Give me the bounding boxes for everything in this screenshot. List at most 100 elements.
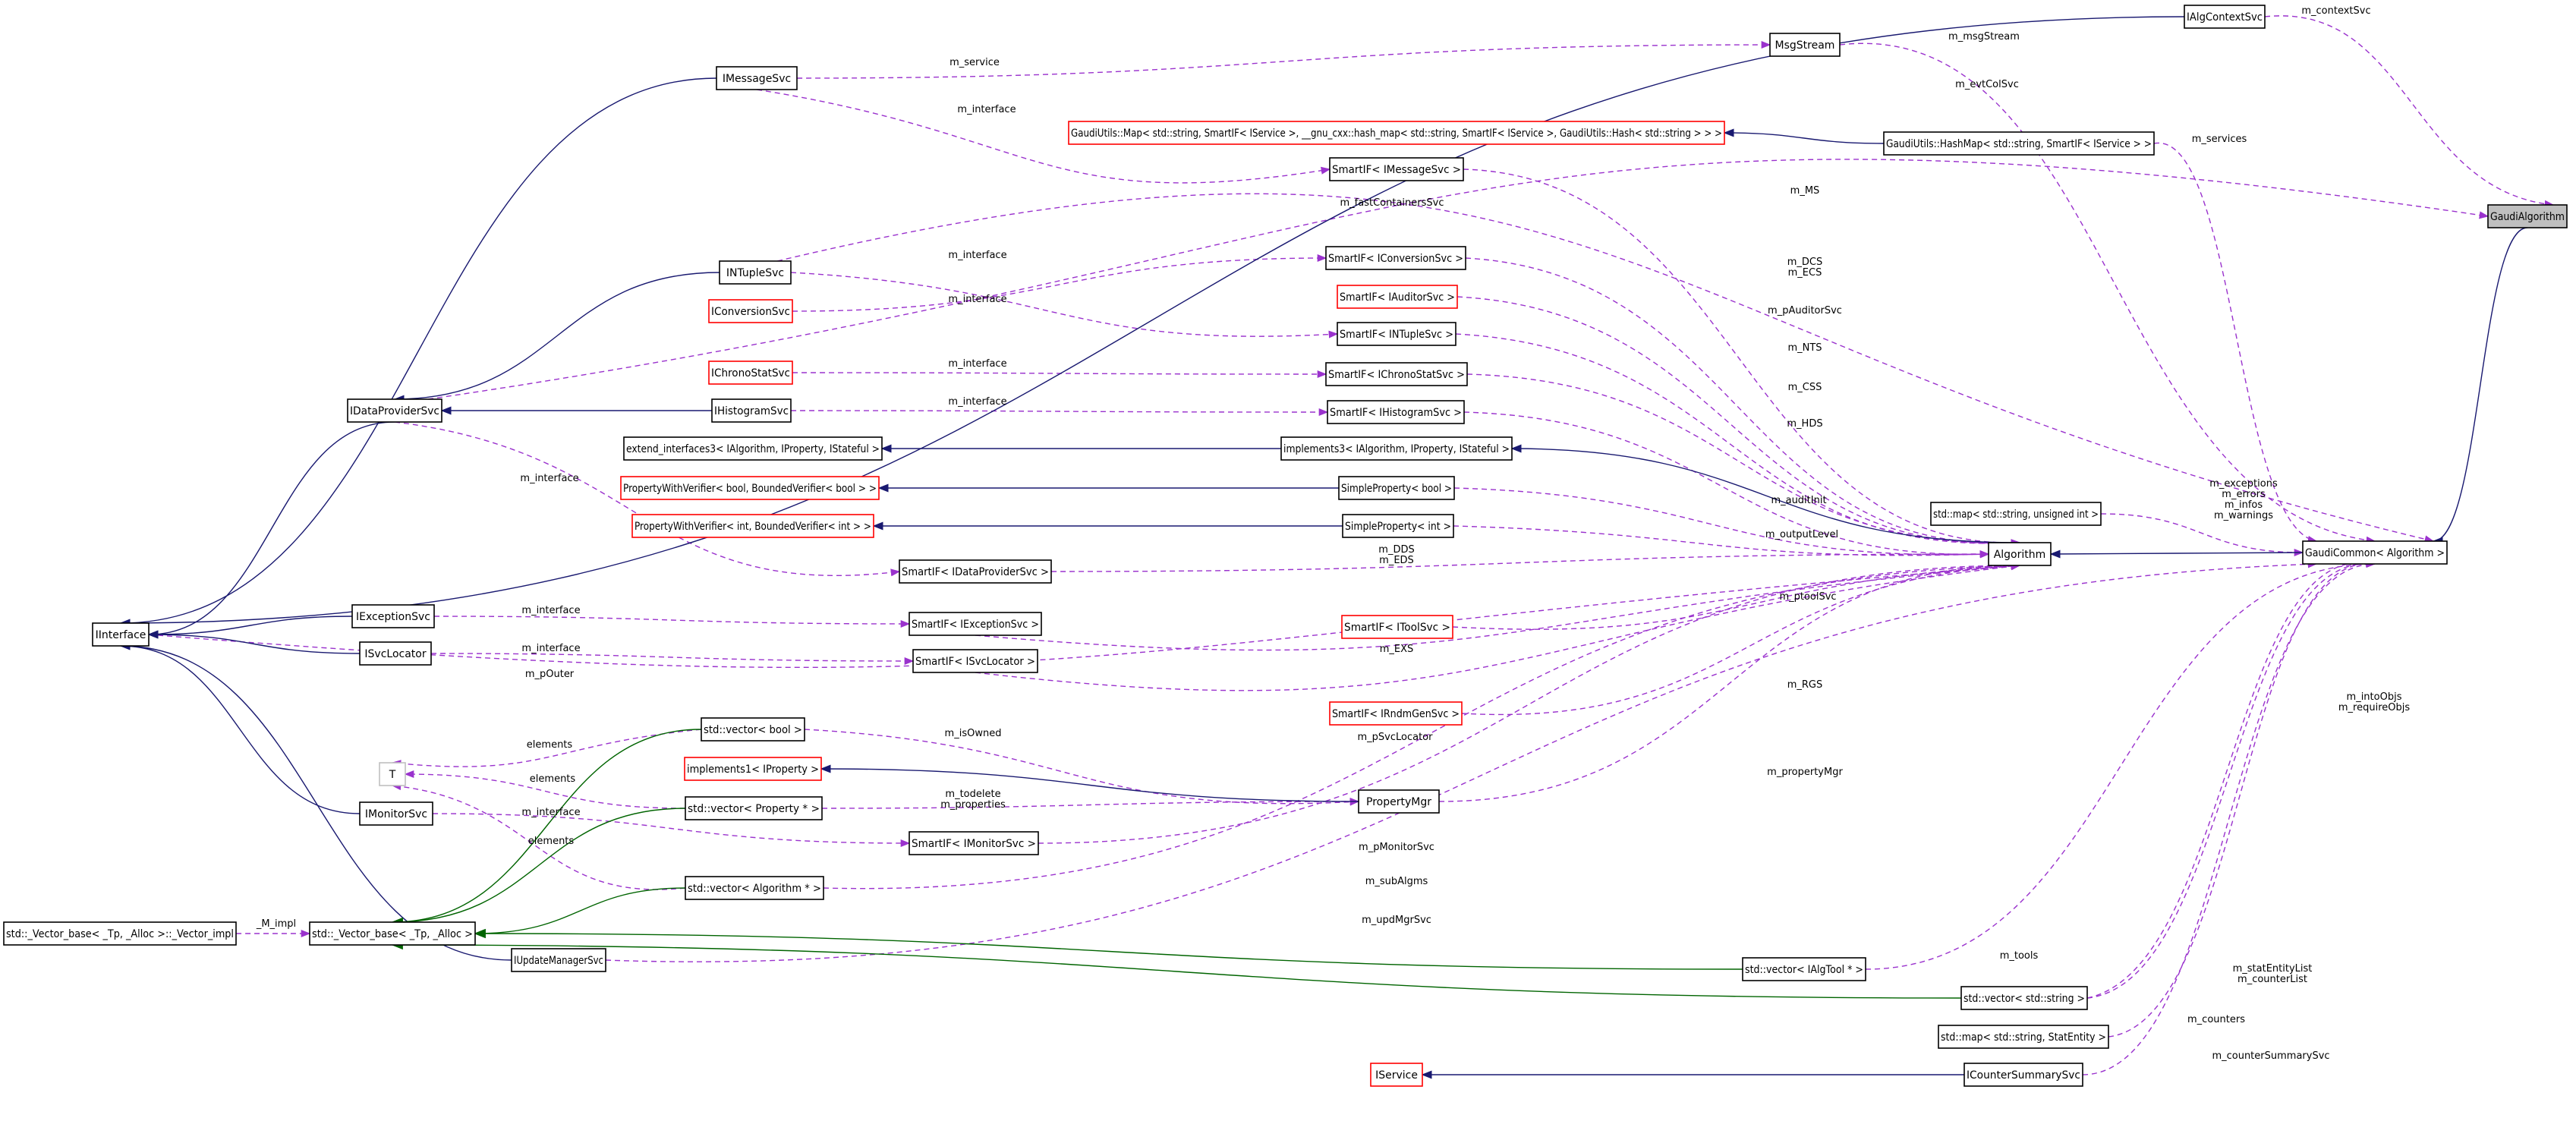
node-simple-property-bool[interactable]: SimpleProperty< bool >	[1338, 476, 1455, 500]
node-label-smart-if-iexception-svc: SmartIF< IExceptionSvc >	[912, 619, 1039, 631]
node-iinterface[interactable]: IInterface	[92, 622, 150, 647]
node-icounter-summary-svc[interactable]: ICounterSummarySvc	[1963, 1063, 2083, 1087]
node-intuple-svc[interactable]: INTupleSvc	[719, 260, 792, 285]
edge-label-m-hds: m_HDS	[1787, 418, 1822, 430]
node-implements3[interactable]: implements3< IAlgorithm, IProperty, ISta…	[1280, 436, 1513, 461]
node-iexception-svc[interactable]: IExceptionSvc	[351, 604, 435, 628]
node-gaudi-algorithm[interactable]: GaudiAlgorithm	[2487, 204, 2568, 228]
node-vector-algorithm[interactable]: std::vector< Algorithm * >	[685, 876, 824, 900]
node-box-iexception-svc	[351, 604, 435, 628]
inheritance-edge-property-mgr-to-implements1-iproperty	[820, 764, 1359, 802]
edge-label-m-interface-chrono: m_interface	[948, 358, 1006, 370]
inheritance-edge-gaudi-utils-hash-map-to-gaudi-utils-map	[1723, 128, 1885, 144]
node-ialg-context-svc[interactable]: IAlgContextSvc	[2184, 5, 2266, 29]
node-label-vector-base: std::_Vector_base< _Tp, _Alloc >	[312, 928, 473, 940]
usage-edge-smart-if-iexception-svc-to-algorithm	[975, 562, 2021, 651]
node-gaudi-utils-hash-map[interactable]: GaudiUtils::HashMap< std::string, SmartI…	[1883, 131, 2155, 156]
node-imessage-svc[interactable]: IMessageSvc	[716, 66, 798, 90]
node-label-implements3: implements3< IAlgorithm, IProperty, ISta…	[1283, 443, 1510, 455]
usage-edge-vector-bool-to-property-mgr	[804, 729, 1360, 806]
node-gaudi-common[interactable]: GaudiCommon< Algorithm >	[2302, 540, 2448, 565]
node-implements1-iproperty[interactable]: implements1< IProperty >	[684, 757, 822, 781]
node-box-smart-if-irndm-gen-svc	[1329, 701, 1463, 726]
usage-edge-idata-provider-svc-to-gaudi-algorithm	[427, 159, 2489, 400]
node-smart-if-ichrono-stat-svc[interactable]: SmartIF< IChronoStatSvc >	[1325, 362, 1468, 386]
node-smart-if-idata-provider-svc[interactable]: SmartIF< IDataProviderSvc >	[899, 559, 1052, 584]
node-vector-base[interactable]: std::_Vector_base< _Tp, _Alloc >	[309, 921, 476, 946]
node-label-iexception-svc: IExceptionSvc	[356, 611, 430, 623]
usage-edge-vector-property-to-t	[404, 770, 686, 809]
usage-edge-vector-bool-to-t	[391, 729, 702, 768]
inheritance-edge-iexception-svc-to-iinterface	[147, 616, 353, 639]
node-imonitor-svc[interactable]: IMonitorSvc	[359, 801, 433, 826]
node-map-string-uint[interactable]: std::map< std::string, unsigned int >	[1930, 502, 2102, 526]
node-box-map-string-uint	[1930, 502, 2102, 526]
node-property-mgr[interactable]: PropertyMgr	[1358, 789, 1440, 814]
edge-label-m-interface-ntuple1: m_interface	[948, 250, 1006, 261]
node-extend-interfaces3[interactable]: extend_interfaces3< IAlgorithm, IPropert…	[623, 436, 883, 461]
node-label-vector-algorithm: std::vector< Algorithm * >	[688, 883, 821, 895]
node-vector-ialg-tool[interactable]: std::vector< IAlgTool * >	[1742, 957, 1866, 981]
node-idata-provider-svc[interactable]: IDataProviderSvc	[347, 398, 442, 423]
node-label-intuple-svc: INTupleSvc	[726, 267, 784, 279]
node-smart-if-iauditor-svc[interactable]: SmartIF< IAuditorSvc >	[1337, 285, 1458, 309]
edge-label-m-p-outer: m_pOuter	[525, 669, 575, 680]
node-smart-if-iconversion-svc[interactable]: SmartIF< IConversionSvc >	[1325, 246, 1466, 270]
template-edge-vector-bool-to-vector-base	[391, 729, 702, 927]
node-vector-string[interactable]: std::vector< std::string >	[1960, 986, 2088, 1010]
node-ihistogram-svc[interactable]: IHistogramSvc	[711, 398, 792, 423]
node-smart-if-itool-svc[interactable]: SmartIF< IToolSvc >	[1341, 615, 1453, 639]
usage-edge-smart-if-itool-svc-to-algorithm	[1452, 562, 2021, 630]
node-gaudi-utils-map[interactable]: GaudiUtils::Map< std::string, SmartIF< I…	[1068, 121, 1725, 145]
edge-label-m-upd-mgr-svc: m_updMgrSvc	[1362, 915, 1431, 926]
node-label-imessage-svc: IMessageSvc	[723, 73, 791, 85]
node-iupdate-manager-svc[interactable]: IUpdateManagerSvc	[511, 948, 606, 972]
node-vector-property[interactable]: std::vector< Property * >	[685, 796, 823, 820]
node-t[interactable]: T	[379, 762, 406, 786]
inheritance-edge-idata-provider-svc-to-iinterface	[147, 421, 395, 639]
node-box-idata-provider-svc	[347, 398, 442, 423]
node-smart-if-imessage-svc[interactable]: SmartIF< IMessageSvc >	[1329, 157, 1464, 181]
node-label-simple-property-bool: SimpleProperty< bool >	[1341, 483, 1452, 495]
node-map-string-stat-entity[interactable]: std::map< std::string, StatEntity >	[1938, 1025, 2109, 1049]
template-edge-vector-algorithm-to-vector-base	[474, 887, 686, 939]
node-smart-if-imonitor-svc[interactable]: SmartIF< IMonitorSvc >	[909, 831, 1039, 855]
node-msg-stream[interactable]: MsgStream	[1769, 33, 1841, 57]
node-box-implements3	[1280, 436, 1513, 461]
node-ichrono-stat-svc[interactable]: IChronoStatSvc	[708, 361, 793, 385]
node-smart-if-isvc-locator[interactable]: SmartIF< ISvcLocator >	[912, 649, 1038, 673]
usage-edge-smart-if-imonitor-svc-to-algorithm	[1038, 561, 2021, 844]
edge-label-m-nts: m_NTS	[1787, 342, 1822, 354]
edge-label-m-interface-dataprov: m_interface	[520, 473, 578, 484]
node-label-property-mgr: PropertyMgr	[1366, 796, 1431, 808]
node-simple-property-int[interactable]: SimpleProperty< int >	[1342, 514, 1454, 538]
node-smart-if-irndm-gen-svc[interactable]: SmartIF< IRndmGenSvc >	[1329, 701, 1463, 726]
edge-label-m-rgs: m_RGS	[1787, 679, 1823, 691]
usage-edge-iconversion-svc-to-smart-if-iconversion-svc	[792, 253, 1327, 312]
node-smart-if-intuple-svc[interactable]: SmartIF< INTupleSvc >	[1337, 322, 1456, 346]
edge-label-m-tools: m_tools	[2000, 950, 2039, 962]
usage-edge-vector-algorithm-to-t	[391, 782, 686, 890]
node-label-gaudi-common: GaudiCommon< Algorithm >	[2305, 547, 2445, 559]
node-vector-bool[interactable]: std::vector< bool >	[701, 717, 805, 742]
node-vector-impl[interactable]: std::_Vector_base< _Tp, _Alloc >::_Vecto…	[3, 921, 237, 946]
node-label-implements1-iproperty: implements1< IProperty >	[687, 764, 819, 776]
edge-label-elements-alg: elements	[528, 836, 575, 847]
node-smart-if-ihistogram-svc[interactable]: SmartIF< IHistogramSvc >	[1327, 400, 1465, 424]
node-smart-if-iexception-svc[interactable]: SmartIF< IExceptionSvc >	[909, 612, 1042, 636]
usage-edge-imessage-svc-to-msg-stream	[796, 40, 1771, 79]
node-iservice[interactable]: IService	[1370, 1063, 1423, 1087]
node-algorithm[interactable]: Algorithm	[1988, 542, 2052, 566]
edge-label-m-context-svc: m_contextSvc	[2301, 5, 2370, 17]
node-box-vector-bool	[701, 717, 805, 742]
node-label-smart-if-itool-svc: SmartIF< IToolSvc >	[1344, 622, 1450, 634]
node-label-smart-if-ichrono-stat-svc: SmartIF< IChronoStatSvc >	[1328, 369, 1465, 381]
node-box-gaudi-utils-map	[1068, 121, 1725, 145]
node-iconversion-svc[interactable]: IConversionSvc	[708, 299, 793, 323]
node-box-ichrono-stat-svc	[708, 361, 793, 385]
node-pwv-int[interactable]: PropertyWithVerifier< int, BoundedVerifi…	[631, 514, 874, 538]
node-isvc-locator[interactable]: ISvcLocator	[359, 641, 432, 666]
node-pwv-bool[interactable]: PropertyWithVerifier< bool, BoundedVerif…	[620, 476, 880, 500]
node-label-iconversion-svc: IConversionSvc	[711, 306, 790, 318]
usage-edge-smart-if-ichrono-stat-svc-to-algorithm	[1466, 373, 2021, 547]
